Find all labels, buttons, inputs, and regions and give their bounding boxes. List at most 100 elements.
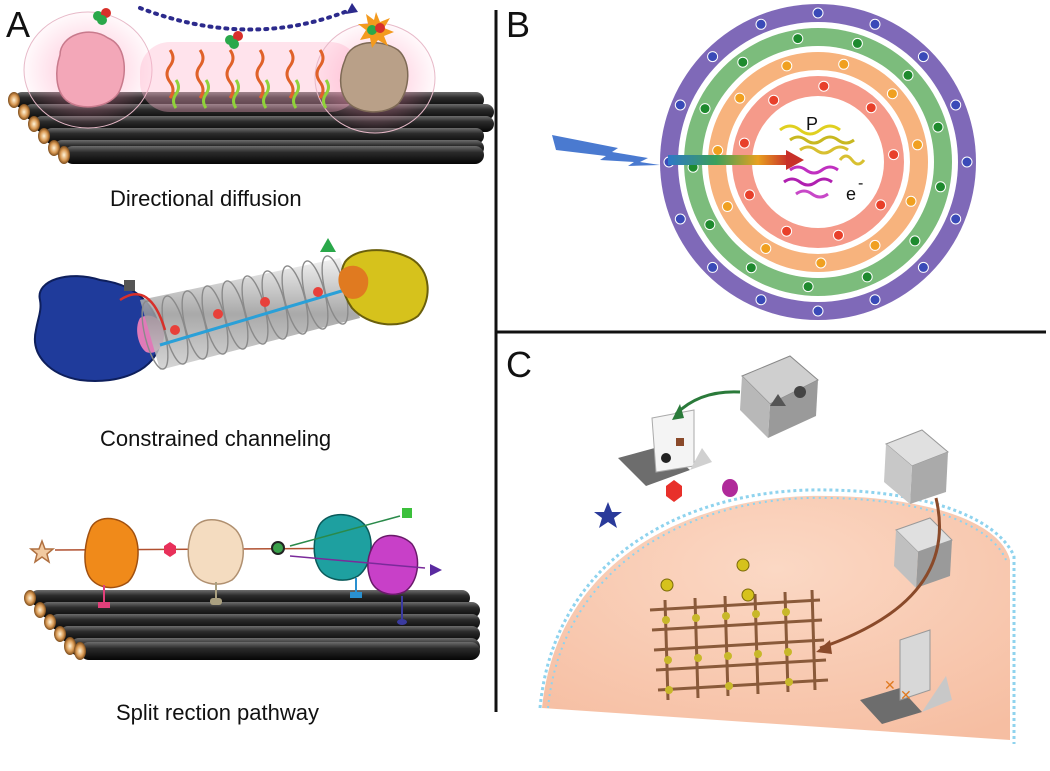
ring-particle: [950, 213, 962, 225]
label-electron-sup: -: [858, 175, 863, 192]
ring-particle: [744, 189, 755, 201]
receptor-star: [594, 502, 622, 528]
substrate-molecule-mid: [225, 31, 243, 49]
ring-particle: [869, 239, 881, 251]
diffusion-arrowhead: [346, 3, 358, 14]
ring-particle: [707, 51, 719, 63]
ring-particle: [802, 281, 814, 293]
ring-particle: [704, 219, 716, 231]
ring-particle: [721, 201, 733, 212]
panel-label-a: A: [6, 4, 31, 45]
ring-particle: [745, 262, 757, 274]
ring-particle: [875, 199, 887, 211]
svg-text:✕: ✕: [900, 687, 912, 703]
enzyme-brown: [339, 41, 409, 113]
panel-label-c: C: [506, 344, 532, 385]
split-arrow-green: [289, 515, 401, 547]
ring-particle: [812, 305, 824, 317]
ring-particle: [861, 271, 873, 283]
ring-particle: [734, 92, 746, 104]
ring-particle: [712, 145, 724, 156]
ring-particle: [869, 18, 881, 30]
caption-constrained-channeling: Constrained channeling: [100, 426, 332, 451]
product-triangle: [430, 564, 442, 576]
panel-label-b: B: [506, 4, 531, 45]
ring-particle: [886, 88, 898, 100]
light-bolt-icon: [552, 135, 660, 166]
ring-particle: [917, 261, 929, 273]
ring-particle: [950, 99, 962, 111]
directional-diffusion-illustration: [8, 3, 494, 164]
ring-particle: [838, 58, 850, 70]
label-electron: e: [846, 184, 856, 204]
product-cone: [320, 238, 336, 252]
ring-particle: [737, 56, 749, 68]
intermediate-ring: [271, 541, 285, 555]
concentric-rings: P e -: [660, 4, 976, 320]
ring-particle: [932, 121, 944, 133]
ring-particle: [815, 257, 827, 269]
enzyme-cream: [187, 519, 244, 585]
ring-particle: [869, 294, 881, 306]
ring-particle: [833, 229, 844, 241]
split-pathway-illustration: [24, 508, 480, 660]
constrained-channeling-illustration: [33, 238, 429, 382]
dna-linkers: [165, 49, 330, 109]
energy-transfer-arrowhead: [786, 150, 804, 170]
ring-particle: [674, 99, 686, 111]
cell-body: [542, 495, 1010, 740]
ring-particle: [909, 235, 921, 247]
substrate-molecule-start: [93, 8, 111, 25]
enzyme-blue: [33, 275, 162, 382]
cell-illustration: ✕ ✕: [538, 355, 1016, 744]
ring-particle: [912, 139, 923, 151]
dna-box-released: ✕ ✕: [860, 629, 952, 724]
caption-directional-diffusion: Directional diffusion: [110, 186, 302, 211]
ring-particle: [755, 294, 767, 306]
substrate-cube: [124, 280, 135, 291]
ring-particle: [674, 213, 686, 225]
split-arrow-purple: [289, 555, 426, 569]
enzyme-orange-patch: [338, 265, 369, 299]
ring-particle: [781, 225, 793, 237]
enzyme-orange: [84, 517, 139, 589]
free-proteins: [660, 558, 755, 602]
label-p: P: [806, 114, 818, 134]
ring-particle: [699, 103, 711, 115]
ring-particle: [888, 149, 900, 161]
ring-particle: [917, 51, 929, 63]
ring-particle: [768, 94, 780, 106]
ring-particle: [812, 7, 824, 19]
caption-split-pathway: Split rection pathway: [116, 700, 319, 725]
intermediate-hexagon: [164, 542, 176, 557]
lattice-nodes: [662, 608, 793, 694]
ring-particle: [707, 261, 719, 273]
cell-membrane: [538, 488, 1016, 709]
ring-particle: [851, 37, 863, 49]
linker-glow: [140, 42, 360, 112]
ring-particle: [905, 195, 917, 207]
receptor-hexagon: [666, 480, 682, 502]
ring-particle: [781, 60, 793, 72]
loading-arrow: [674, 390, 741, 416]
internalization-arrow: [819, 497, 941, 650]
enzyme-teal: [313, 514, 372, 581]
ring-particle: [738, 137, 750, 149]
ring-particle: [902, 69, 914, 81]
product-molecule: [367, 23, 385, 35]
channel-tube: [140, 255, 360, 370]
energy-transfer-arrow: [668, 155, 788, 165]
ring-particle: [755, 18, 767, 30]
nanotube-rods-lower: [24, 590, 480, 660]
dna-box-closed: [740, 355, 819, 438]
ring-particle: [865, 102, 877, 114]
svg-text:✕: ✕: [884, 677, 896, 693]
ring-particle: [961, 156, 973, 168]
product-square: [402, 508, 412, 518]
channel-entry-arrow: [119, 293, 167, 331]
ring-particle: [760, 243, 772, 254]
enzyme-pink: [56, 31, 125, 108]
ring-particle: [818, 80, 830, 92]
